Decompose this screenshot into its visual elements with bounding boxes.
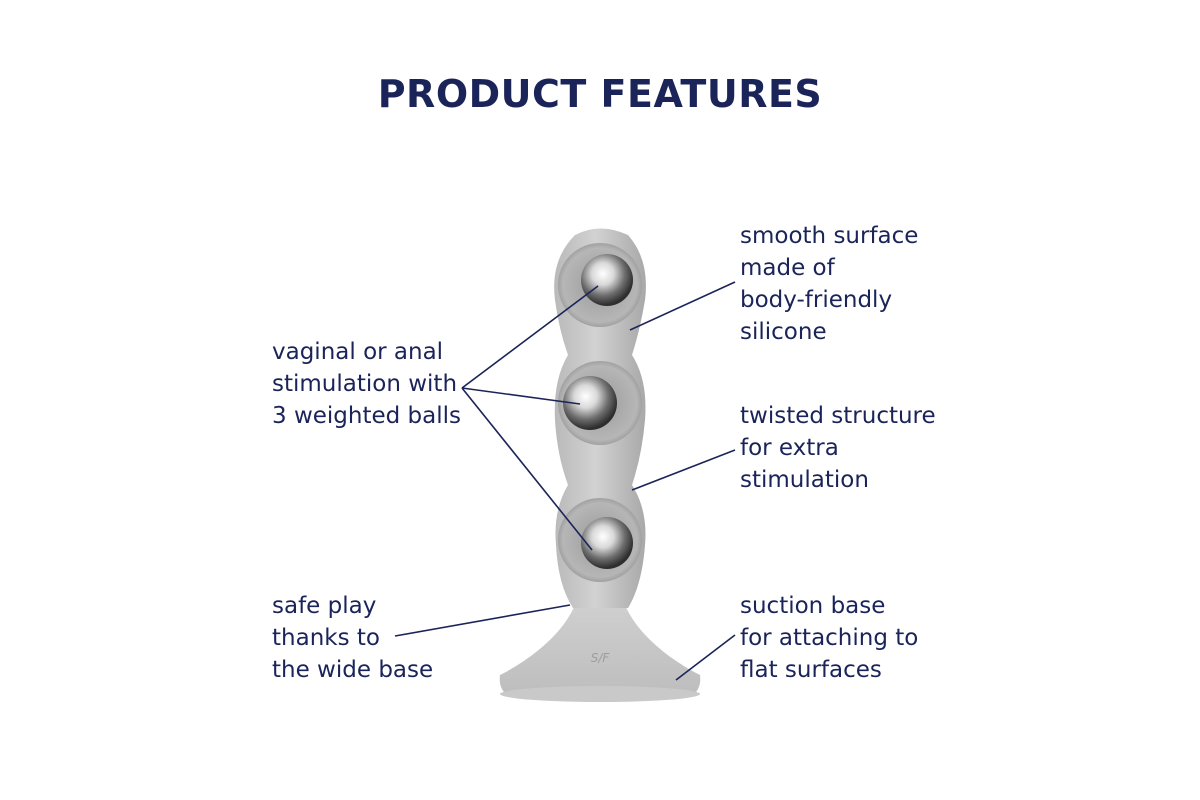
weighted-ball-bottom (581, 517, 633, 569)
callout-line: twisted structure (740, 403, 936, 429)
callout-line: for extra (740, 435, 839, 461)
callout-line: made of (740, 255, 835, 281)
leader-balls-middle (461, 387, 581, 405)
callout-line: stimulation with (272, 371, 458, 397)
leader-base (394, 604, 571, 637)
suction-base-rim (500, 686, 700, 702)
leader-balls-top (461, 285, 599, 389)
callout-line: body-friendly (740, 287, 893, 313)
page-title: PRODUCT FEATURES (377, 72, 823, 116)
callout-line: vaginal or anal (272, 339, 444, 365)
callout-smooth-surface: smooth surface made of body-friendly sil… (740, 220, 918, 348)
leader-suction (675, 634, 736, 681)
callout-line: suction base (740, 593, 886, 619)
callout-wide-base: safe play thanks to the wide base (272, 590, 433, 686)
callout-line: flat surfaces (740, 657, 882, 683)
brand-logo: S/F (591, 651, 611, 665)
leader-twist (631, 449, 736, 491)
weighted-ball-top (581, 254, 633, 306)
callout-line: stimulation (740, 467, 869, 493)
callout-line: silicone (740, 319, 827, 345)
callout-line: thanks to (272, 625, 380, 651)
callout-line: the wide base (272, 657, 434, 683)
callout-weighted-balls: vaginal or anal stimulation with 3 weigh… (272, 336, 461, 432)
callout-line: 3 weighted balls (272, 403, 462, 429)
weighted-ball-middle (563, 376, 617, 430)
callout-line: for attaching to (740, 625, 919, 651)
leader-lines (394, 281, 736, 681)
callout-twisted-structure: twisted structure for extra stimulation (740, 400, 936, 496)
callout-line: smooth surface (740, 223, 919, 249)
leader-balls-bottom (461, 387, 593, 551)
leader-surface (629, 281, 736, 331)
suction-base (499, 605, 701, 697)
callout-line: safe play (272, 593, 377, 619)
callout-suction-base: suction base for attaching to flat surfa… (740, 590, 918, 686)
